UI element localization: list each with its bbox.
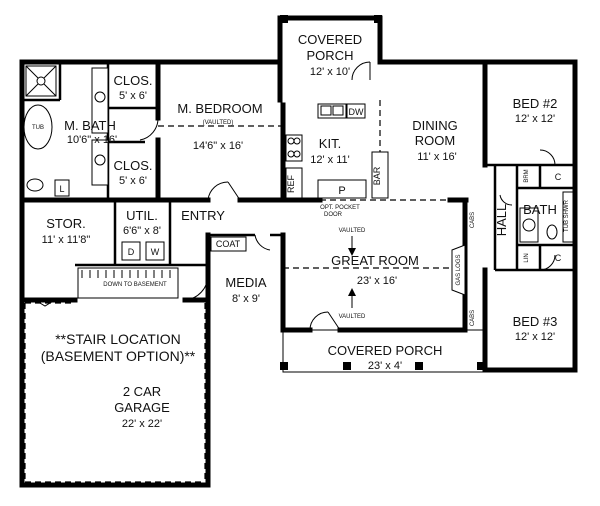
m-bedroom-label: M. BEDROOM [177,101,262,116]
media-dim: 8' x 9' [232,293,260,305]
opt-pocket-label-1: OPT. POCKET [320,205,360,211]
garage-label-1: 2 CAR [123,384,161,399]
c-top-label: C [555,172,562,182]
w-label: W [151,247,160,257]
stair-location-line1: **STAIR LOCATION [55,331,181,347]
tub-label: TUB [32,125,44,131]
entry-label: ENTRY [181,208,225,223]
covered-porch-front-label: COVERED PORCH [328,343,443,358]
garage-label-2: GARAGE [114,400,170,415]
down-to-basement-label: DOWN TO BASEMENT [103,282,167,288]
dining-label-1: DINING [412,118,458,133]
dining-dim: 11' x 16' [417,151,456,163]
c-bottom-label: C [555,253,562,263]
covered-porch-top-dim: 12' x 10' [310,66,350,78]
fixture-labels: DOWN TO BASEMENT TUB DW REF P BAR OPT. P… [32,107,570,326]
stor-label: STOR. [46,216,86,231]
room-labels: COVERED PORCH 12' x 10' CLOS. 5' x 6' CL… [41,32,558,430]
l-label: L [59,184,64,194]
util-dim: 6'6" x 8' [123,225,161,237]
m-bedroom-note: (VAULTED) [203,120,234,126]
clos1-label: CLOS. [113,73,152,88]
coat-label: COAT [216,239,241,249]
p-label: P [338,185,345,197]
covered-porch-top-label-2: PORCH [307,48,354,63]
hall-label: HALL [494,204,509,237]
kit-label: KIT. [319,136,341,151]
m-bath-label: M. BATH [64,118,116,133]
clos2-label: CLOS. [113,158,152,173]
cabs-top-label: CABS [470,212,476,228]
dining-label-2: ROOM [415,133,455,148]
front-porch [280,329,486,373]
opt-pocket-label-2: DOOR [324,212,343,218]
vaulted-bottom-label: VAULTED [339,314,366,320]
great-room-label: GREAT ROOM [331,253,419,268]
dw-label: DW [349,107,364,117]
m-bedroom-dim: 14'6" x 16' [193,140,243,152]
covered-porch-top-label-1: COVERED [298,32,362,47]
d-label: D [128,247,135,257]
vaulted-arrows [348,236,356,308]
porch-post [374,15,382,23]
bar-label: BAR [372,166,382,185]
fixtures [23,65,574,299]
doors [34,61,556,331]
cabs-bottom-label: CABS [470,310,476,326]
bed3-dim: 12' x 12' [515,331,555,343]
bed3-label: BED #3 [513,314,558,329]
stair-location-line2: (BASEMENT OPTION)** [41,348,196,364]
clos2-dim: 5' x 6' [119,175,147,187]
stor-dim: 11' x 11'8" [42,234,91,246]
bed2-dim: 12' x 12' [515,113,555,125]
bath-label: BATH [523,202,557,217]
great-room-dim: 23' x 16' [357,275,397,287]
ref-label: REF [286,174,296,193]
lin-label: LIN [524,253,530,262]
porch-post [280,15,288,23]
bed2-label: BED #2 [513,96,558,111]
util-label: UTIL. [126,208,158,223]
tub-shwr-label: TUB SHWR [564,199,570,232]
brm-label: BRM [524,169,530,182]
vaulted-top-label: VAULTED [339,228,366,234]
gas-logs-label: GAS LOGS [456,254,462,285]
garage-dim: 22' x 22' [122,418,162,430]
m-bath-dim: 10'6" x 16' [67,134,117,146]
clos1-dim: 5' x 6' [119,90,147,102]
media-label: MEDIA [225,275,267,290]
kit-dim: 12' x 11' [310,154,349,166]
covered-porch-front-dim: 23' x 4' [368,360,402,372]
